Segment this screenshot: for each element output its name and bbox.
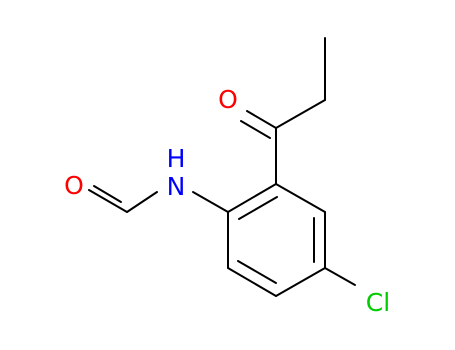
atom-labels: O O H N Cl <box>64 85 390 317</box>
bond-ring-chlorine <box>324 267 356 286</box>
atom-oxygen-formyl: O <box>64 171 84 200</box>
ring-bond-c5-c6-inner <box>237 260 277 284</box>
ring-bond-c1-c2-inner <box>238 196 278 220</box>
bond-formyl-double-a <box>88 189 128 213</box>
bond-ring-nitrogen <box>192 191 229 213</box>
ring-bond-c5-c6 <box>227 267 277 297</box>
bond-ketone-double-b <box>240 120 271 139</box>
bond-nitrogen-formyl <box>126 191 158 213</box>
atom-chlorine: Cl <box>366 288 390 317</box>
bond-carbonyl-ethyl <box>275 99 326 129</box>
ring-bond-c1-c2 <box>227 183 277 213</box>
atom-nitrogen-amide: N <box>167 172 186 201</box>
ring-bond-c4-c5 <box>275 267 326 297</box>
ring-bond-c2-c3 <box>275 183 326 213</box>
bonds <box>88 37 356 297</box>
atom-oxygen-ketone: O <box>218 85 238 114</box>
bond-ketone-double-a <box>246 110 277 129</box>
bond-formyl-double-b <box>93 185 122 203</box>
atom-hydrogen-amide: H <box>167 144 186 173</box>
